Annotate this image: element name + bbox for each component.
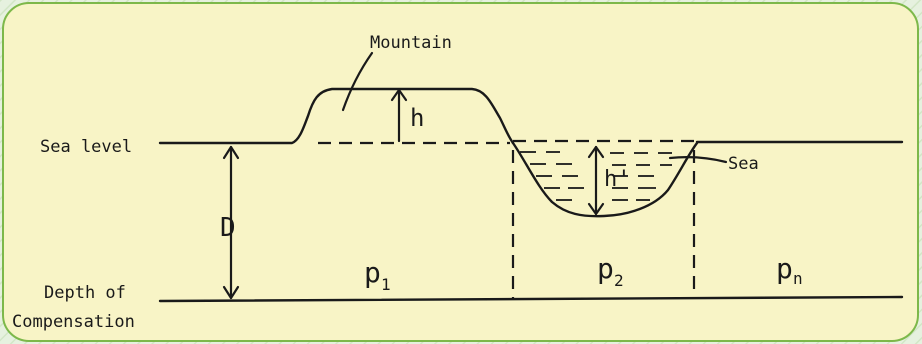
- sea-level-label: Sea level: [40, 137, 132, 157]
- rho2-symbol: p: [597, 252, 614, 285]
- sea-leader: [668, 156, 728, 164]
- sea-label: Sea: [728, 154, 759, 174]
- mountain-label: Mountain: [370, 33, 452, 53]
- density-rhon: p n: [776, 252, 803, 288]
- density-rho2: p 2: [597, 252, 624, 290]
- depth-of-label: Depth of: [44, 283, 126, 303]
- compensation-line: [158, 295, 904, 303]
- mountain-profile: [158, 87, 515, 145]
- h-label-mountain: h: [410, 104, 424, 132]
- h-prime-label: h': [604, 167, 631, 192]
- density-rho1: p 1: [364, 256, 391, 294]
- mountain-leader: [341, 51, 374, 112]
- rhon-subscript: n: [793, 269, 803, 288]
- sea-basin: [511, 141, 699, 218]
- rho1-symbol: p: [364, 256, 381, 289]
- d-label: D: [220, 213, 236, 243]
- sea-water-hatching: [520, 151, 672, 201]
- rho2-subscript: 2: [614, 271, 624, 290]
- rhon-symbol: p: [776, 252, 793, 285]
- rho1-subscript: 1: [381, 275, 391, 294]
- compensation-label: Compensation: [12, 312, 135, 332]
